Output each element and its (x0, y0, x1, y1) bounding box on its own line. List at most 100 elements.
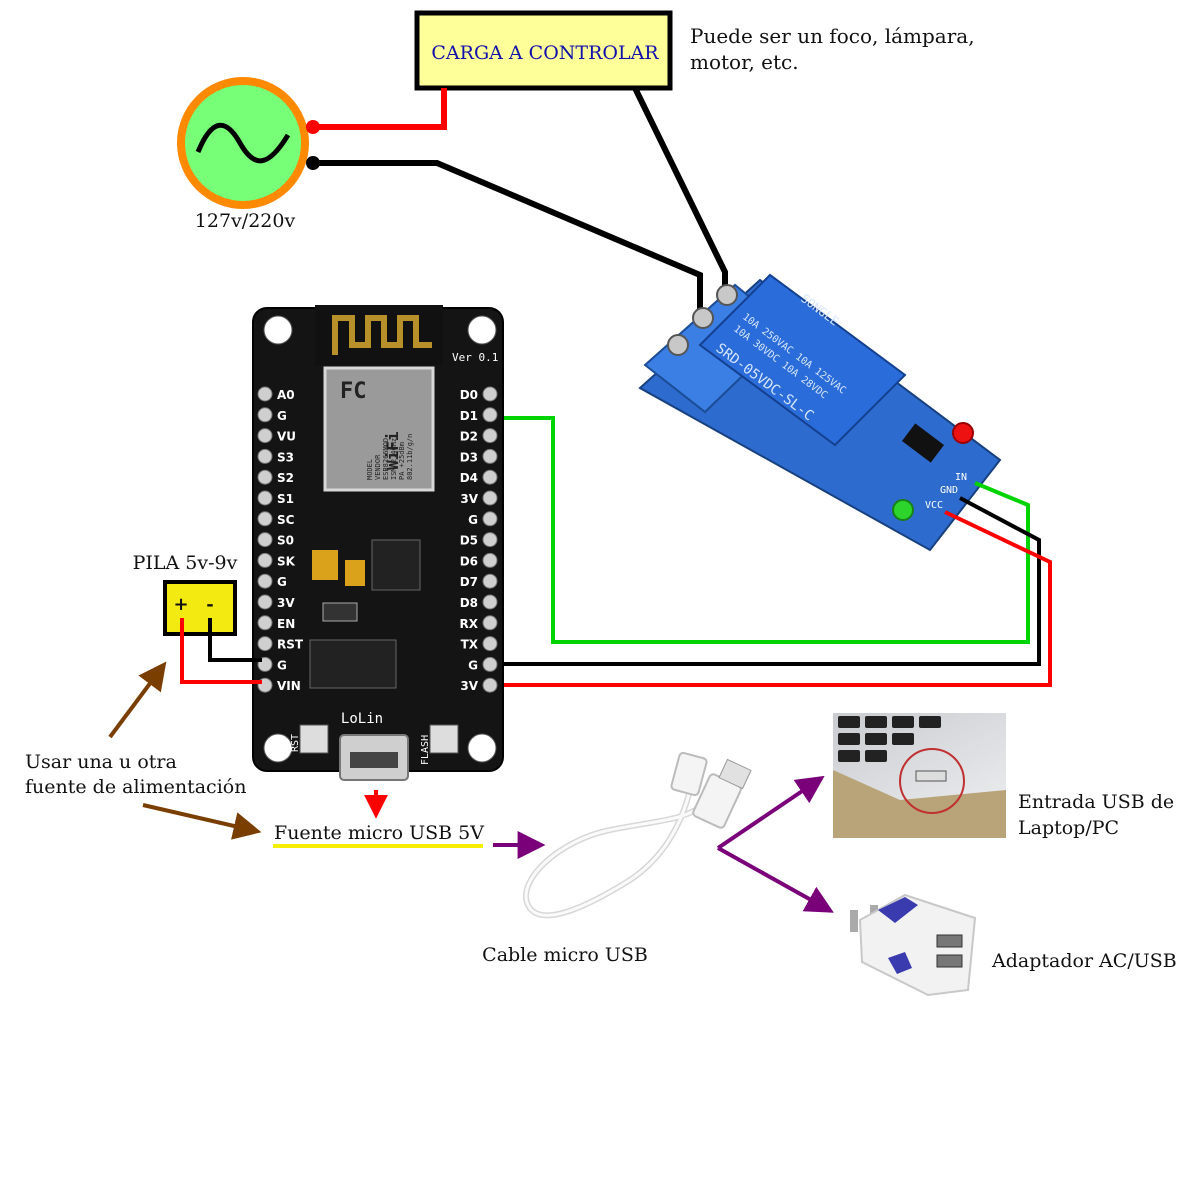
cable-label: Cable micro USB (482, 944, 648, 966)
laptop-usb-port (915, 770, 947, 782)
module-text-line: PA +25dBm (398, 442, 406, 480)
arrow-to-laptop (716, 775, 825, 850)
module-text-line: 802.11b/g/n (406, 434, 414, 480)
pin-label-left: SK (277, 554, 296, 568)
rst-label: RST (290, 734, 301, 752)
wire-d1-to-relay-in (498, 416, 1030, 644)
micro-usb-socket (350, 752, 398, 768)
crystal (322, 602, 358, 622)
antenna-trace (332, 315, 432, 355)
pin-label-right: D6 (460, 554, 478, 568)
pin-d1-right (482, 407, 498, 423)
esp-module-shield (323, 366, 435, 492)
adapter-prong (850, 910, 858, 932)
relay-led-red (952, 422, 974, 444)
pin-rx-right (482, 615, 498, 631)
relay-pin-in: IN (955, 472, 967, 483)
pin-d8-right (482, 594, 498, 610)
pin-label-right: D8 (460, 596, 478, 610)
pin-label-left: SC (277, 513, 295, 527)
pin-label-right: 3V (460, 492, 478, 506)
usb-port-highlight (899, 748, 965, 814)
relay-terminal-screw (692, 307, 714, 329)
pin-d3-right (482, 448, 498, 464)
pin-label-left: VU (277, 430, 296, 444)
mount-hole (263, 315, 293, 345)
ac-source (177, 77, 320, 209)
usb-uart-chip (309, 639, 397, 689)
pin-label-right: D5 (460, 534, 478, 548)
arrow-to-battery (108, 661, 167, 739)
battery-minus: - (206, 594, 213, 615)
regulator-chip (371, 539, 421, 591)
wire-3v-to-relay-vcc (498, 510, 1052, 687)
relay-case (698, 273, 907, 447)
battery-plus: + (173, 594, 188, 615)
adapter-usb-port (936, 934, 963, 948)
capacitor (312, 550, 338, 580)
module-text-line: ISM 2.4GHz (390, 438, 398, 480)
laptop-usb-photo (833, 713, 1006, 838)
micro-usb-source-label: Fuente micro USB 5V (274, 822, 484, 844)
pin-label-left: EN (277, 617, 295, 631)
pin-label-left: RST (277, 638, 304, 652)
pin-label-left: S1 (277, 492, 294, 506)
pin-g-left (257, 573, 273, 589)
capacitor (345, 560, 365, 586)
pin-label-right: D3 (460, 450, 478, 464)
module-text-line: VENDOR (374, 454, 382, 480)
alt-power-note-line2: fuente de alimentación (25, 776, 246, 798)
pin-d5-right (482, 532, 498, 548)
board-brand: LoLin (341, 711, 383, 727)
module-fc-mark: FC (340, 379, 367, 404)
load-box: CARGA A CONTROLAR (414, 10, 673, 91)
mount-hole (467, 733, 497, 763)
module-text-line: ESP8266MOD (382, 438, 390, 480)
adapter-accent (888, 952, 912, 974)
pin-3v-right (482, 490, 498, 506)
arrow-to-usb-source (142, 803, 262, 840)
pin-label-right: D7 (460, 575, 478, 589)
relay-pin-gnd: GND (940, 485, 958, 496)
wire-ac-to-load (313, 88, 447, 130)
pin-d6-right (482, 552, 498, 568)
module-wifi-mark: WiFi (383, 431, 402, 470)
arrow-to-adapter (717, 846, 834, 913)
wire-battery-pos (180, 618, 262, 684)
flash-button[interactable] (429, 724, 459, 754)
laptop-label-line2: Laptop/PC (1018, 817, 1119, 839)
pin-label-right: D4 (460, 471, 478, 485)
pin-s3-left (257, 448, 273, 464)
pin-label-left: A0 (277, 388, 295, 402)
pin-a0-left (257, 386, 273, 402)
pin-s2-left (257, 469, 273, 485)
ac-usb-adapter (850, 893, 977, 997)
pin-g-right (482, 656, 498, 672)
mount-hole (263, 733, 293, 763)
relay-header-pins (902, 423, 944, 463)
pin-label-right: G (468, 513, 478, 527)
pin-label-left: G (277, 575, 287, 589)
pin-d0-right (482, 386, 498, 402)
pin-label-right: 3V (460, 679, 478, 693)
pin-label-right: G (468, 658, 478, 672)
module-text-line: MODEL (366, 459, 374, 480)
pin-label-right: D2 (460, 430, 478, 444)
pin-3v-left (257, 594, 273, 610)
adapter-label: Adaptador AC/USB (991, 950, 1177, 972)
pin-label-left: S2 (277, 471, 294, 485)
pin-label-right: D1 (460, 409, 478, 423)
rst-button[interactable] (299, 724, 329, 754)
pin-3v-right (482, 677, 498, 693)
wire-ac-to-relay (313, 160, 703, 322)
pin-label-left: G (277, 658, 287, 672)
pin-s1-left (257, 490, 273, 506)
ac-voltage-label: 127v/220v (195, 210, 296, 232)
micro-usb-cable (523, 751, 752, 919)
battery-box (163, 580, 237, 636)
laptop-label-line1: Entrada USB de (1018, 791, 1174, 813)
pin-sc-left (257, 511, 273, 527)
